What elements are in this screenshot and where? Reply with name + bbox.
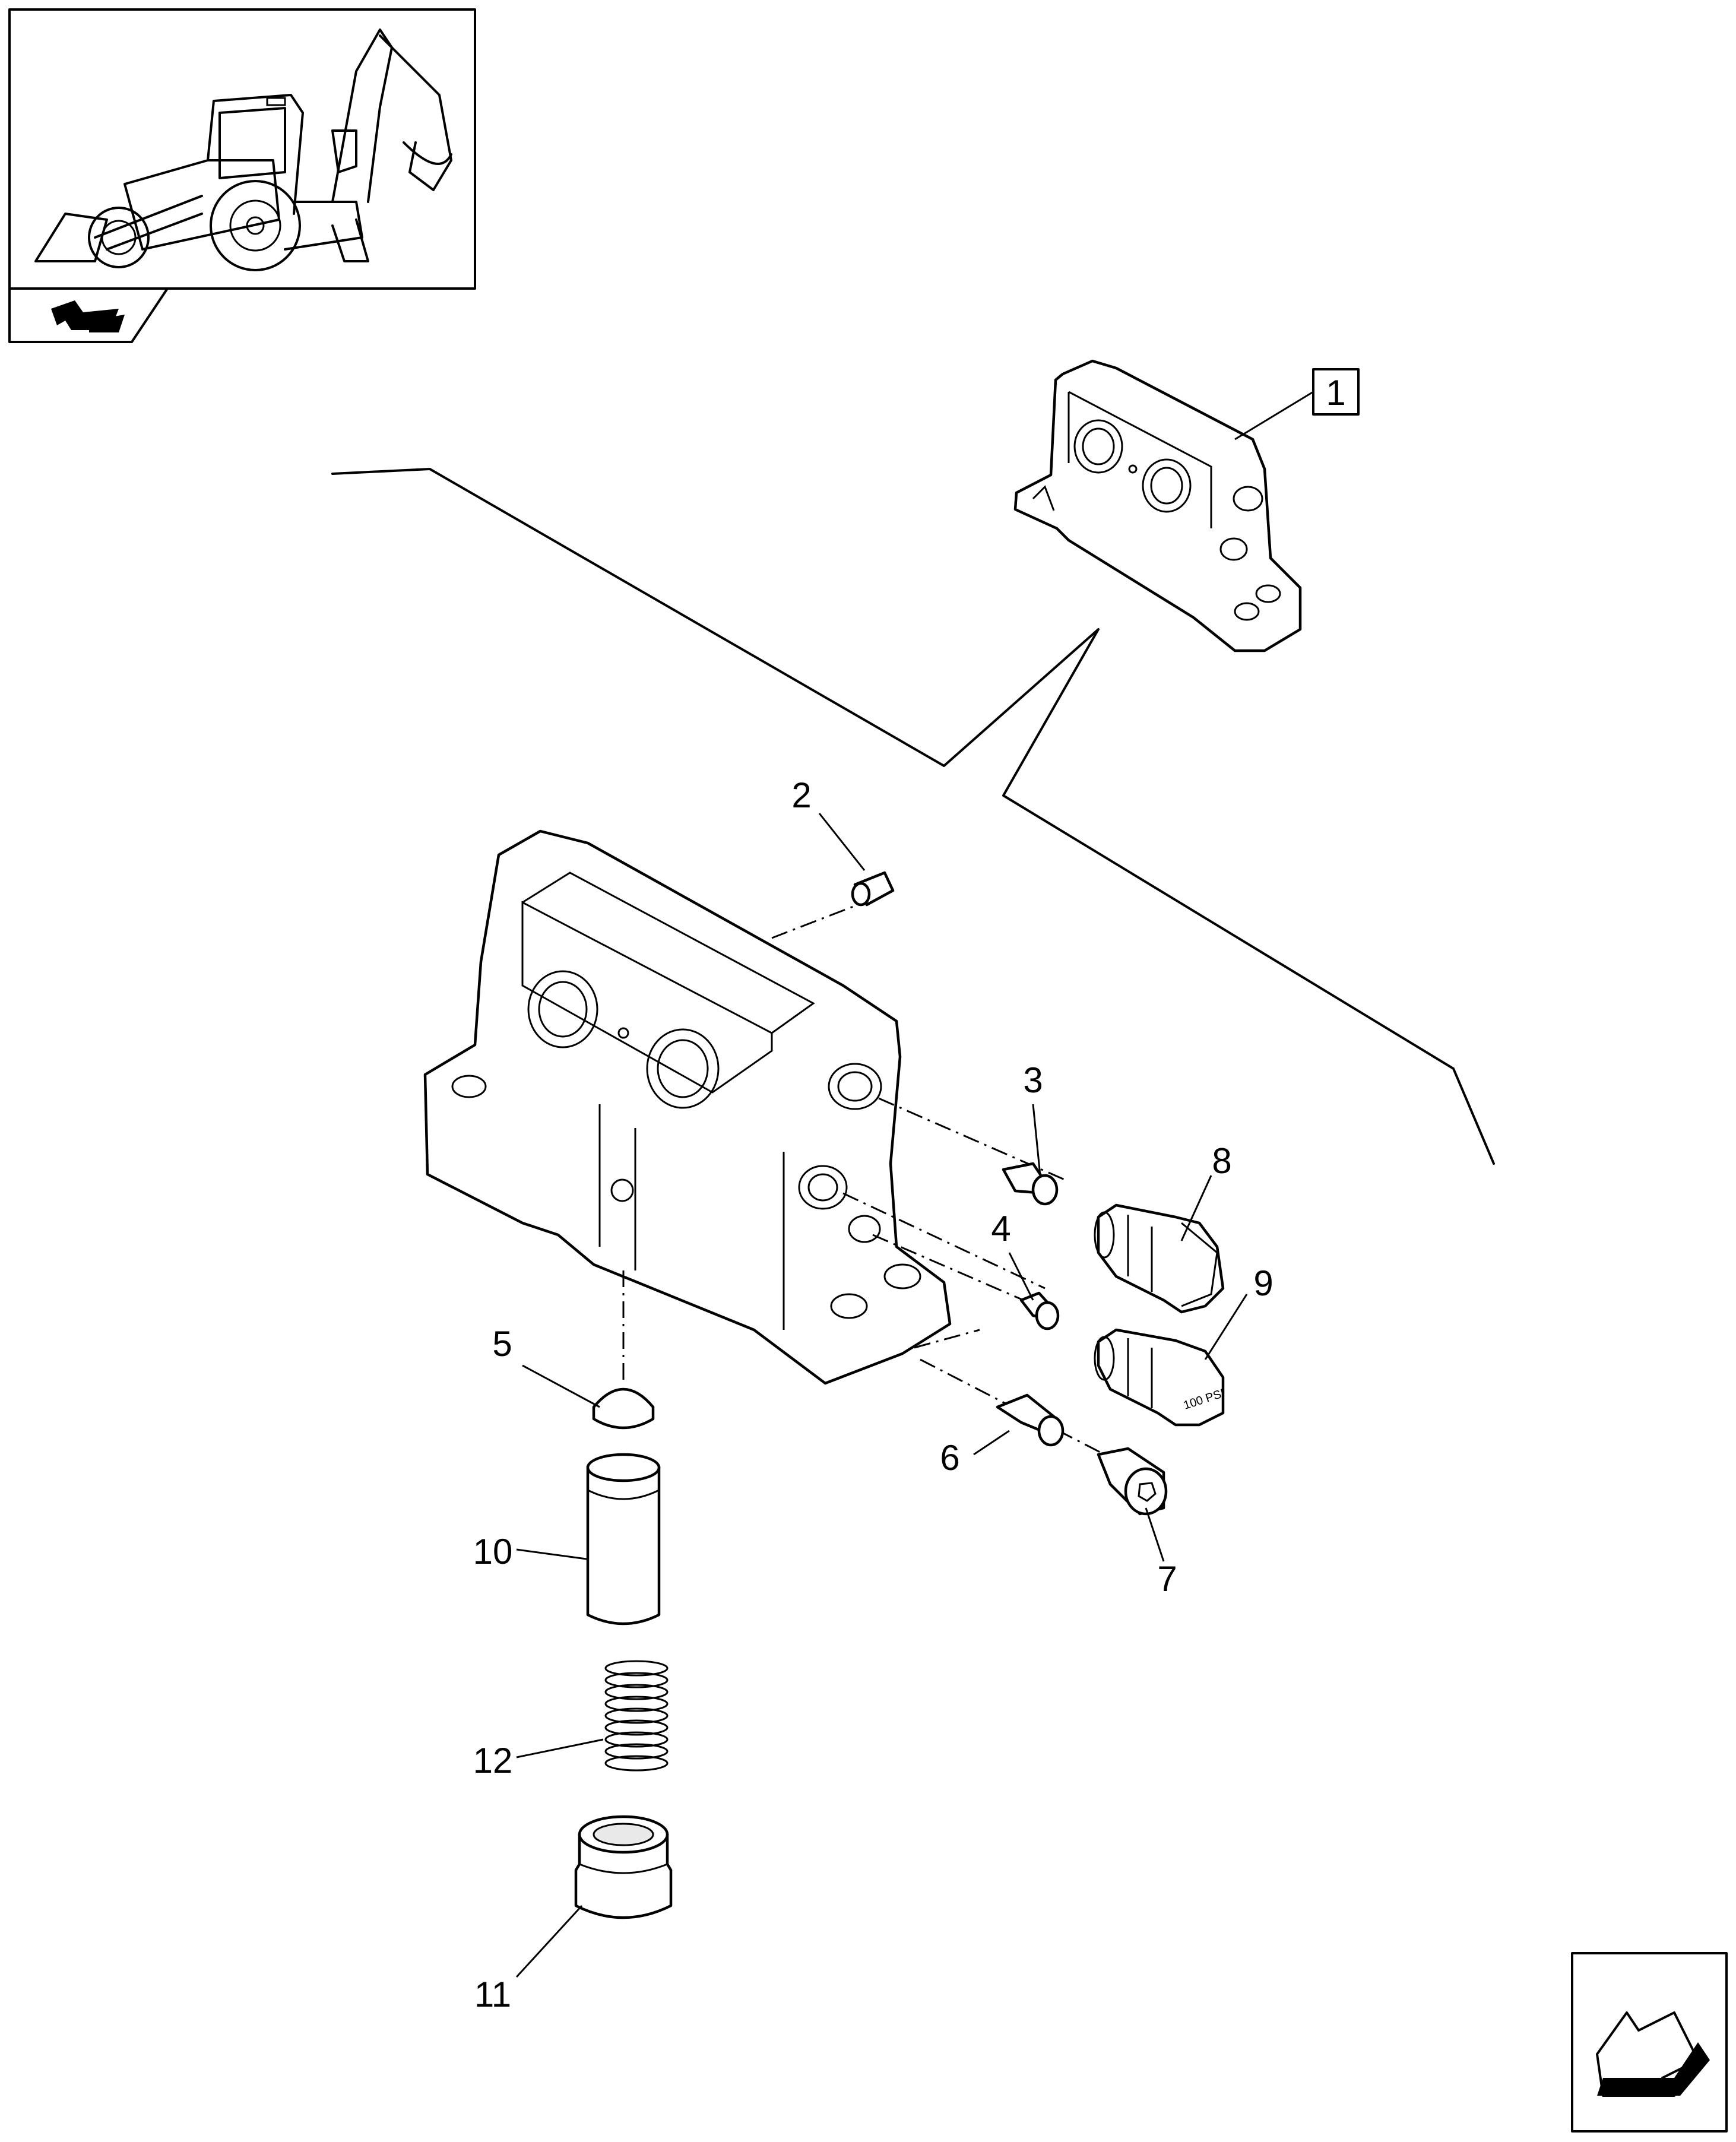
callout-5[interactable]: 5: [492, 1324, 600, 1408]
callout-10[interactable]: 10: [473, 1532, 587, 1571]
svg-text:1: 1: [1326, 373, 1345, 413]
assembly-break-lines: [331, 468, 1495, 1165]
svg-text:6: 6: [940, 1438, 959, 1478]
part-5-cap: [592, 1387, 655, 1430]
callout-4[interactable]: 4: [991, 1209, 1034, 1301]
thumbnail-frame: [8, 8, 476, 290]
callout-7[interactable]: 7: [1145, 1507, 1177, 1599]
callout-11[interactable]: 11: [474, 1905, 583, 2014]
part-9-relief-valve: 100 PSI: [1094, 1328, 1226, 1427]
svg-text:12: 12: [473, 1741, 513, 1780]
svg-text:2: 2: [791, 775, 811, 815]
svg-text:7: 7: [1157, 1559, 1177, 1599]
part-11-seat: [574, 1815, 673, 1919]
valve-body: [423, 829, 952, 1385]
part-7-socket-plug: [1097, 1447, 1168, 1516]
valve-assembly-overview: [1013, 359, 1302, 652]
callout-3[interactable]: 3: [1023, 1060, 1043, 1176]
svg-text:4: 4: [991, 1209, 1010, 1249]
part-6-pin: [996, 1393, 1065, 1447]
next-page-button[interactable]: [1571, 1952, 1728, 2133]
svg-text:3: 3: [1023, 1060, 1043, 1100]
part-8-relief-valve: [1094, 1203, 1225, 1314]
callout-9[interactable]: 9: [1204, 1263, 1274, 1360]
part-2-plug: [851, 871, 895, 907]
svg-text:10: 10: [473, 1532, 513, 1571]
callout-6[interactable]: 6: [940, 1430, 1010, 1478]
callout-8[interactable]: 8: [1180, 1141, 1232, 1241]
back-arrow-icon: [51, 300, 125, 332]
back-arrow-button[interactable]: [8, 287, 169, 343]
next-page-arrow-icon: [1596, 2011, 1710, 2097]
svg-text:9: 9: [1253, 1263, 1273, 1303]
svg-text:11: 11: [474, 1975, 511, 2014]
callout-12[interactable]: 12: [473, 1738, 604, 1780]
part-4-orifice: [1019, 1291, 1060, 1330]
svg-text:8: 8: [1212, 1141, 1231, 1181]
callout-1[interactable]: 1: [1234, 368, 1360, 441]
svg-text:5: 5: [492, 1324, 512, 1364]
part-3-orifice: [1002, 1162, 1059, 1206]
backhoe-loader-illustration: [34, 28, 452, 271]
part-10-spool: [586, 1453, 661, 1625]
callout-2[interactable]: 2: [791, 775, 866, 871]
part-12-spring: [604, 1660, 669, 1772]
